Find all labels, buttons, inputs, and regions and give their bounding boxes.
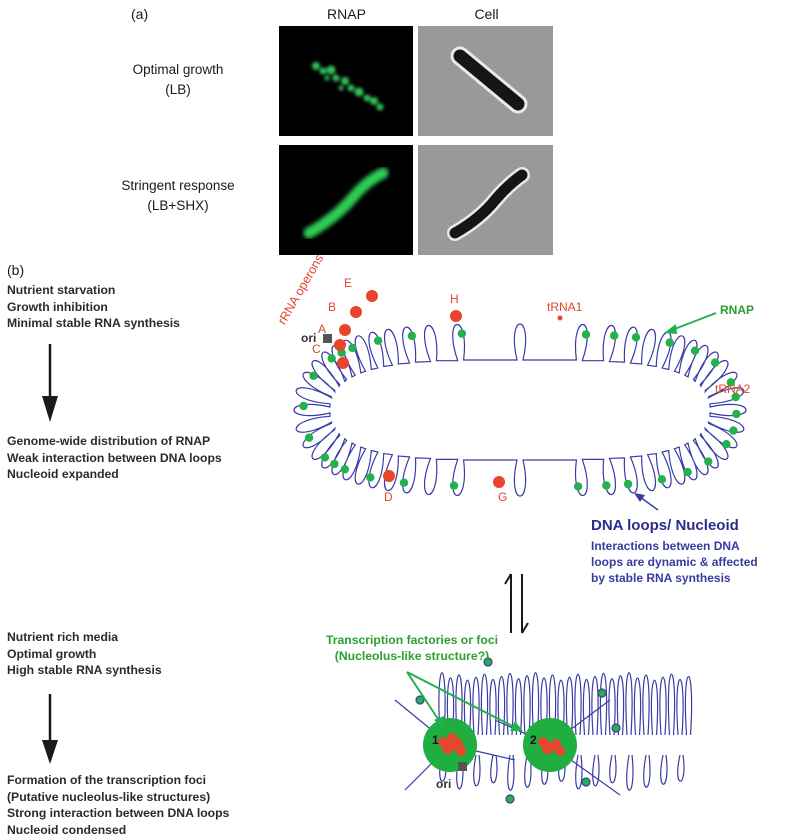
rnap-dot [328,354,336,362]
rnap-dot [711,358,719,366]
rnap-dot [683,468,691,476]
rnap-dot [305,434,313,442]
rnap-dot [366,473,374,481]
rnap-dot [624,480,632,488]
rnap-dot [729,426,737,434]
nucleoid-description-line: by stable RNA synthesis [591,570,758,586]
rrna-operon-dot [558,316,563,321]
rnap-dot [602,481,610,489]
nucleoid-description: Interactions between DNA loops are dynam… [591,538,758,586]
rnap-dot [598,689,606,697]
rnap-dot [299,402,307,410]
rnap-dot [666,338,674,346]
rnap-dot [691,347,699,355]
rrna-operon-dot [334,339,346,351]
rnap-dots [299,329,740,490]
rnap-dot [612,724,620,732]
ori-marker-bottom [458,762,467,771]
nucleoid-description-line: loops are dynamic & affected [591,554,758,570]
expanded-dna-loops [294,324,746,496]
rnap-dot [722,440,730,448]
operon-label-b: B [328,300,336,314]
rrna-operon-dot [350,306,362,318]
operon-label-e: E [344,276,352,290]
rnap-dot [632,333,640,341]
rrna-operon-dot [493,476,505,488]
rrna-operon-dot [450,310,462,322]
rnap-dot [450,481,458,489]
rnap-dot [330,460,338,468]
operon-label-d: D [384,490,393,504]
rnap-dot [400,479,408,487]
rnap-dot [582,330,590,338]
dna-loop-path [294,324,746,496]
rrna-operon-dot [339,324,351,336]
rnap-dot [506,795,514,803]
nucleoid-description-line: Interactions between DNA [591,538,758,554]
rnap-dot [309,372,317,380]
ori-label-bottom: ori [436,777,451,791]
rnap-dot [732,410,740,418]
rnap-dot [610,331,618,339]
rnap-dot [574,482,582,490]
nucleoid-title: DNA loops/ Nucleoid [591,517,739,534]
rnap-dot [704,457,712,465]
operon-label-h: H [450,292,459,306]
rrna-operon-dot [383,470,395,482]
rnap-dot [348,344,356,352]
operon-label-g: G [498,490,507,504]
rnap-label: RNAP [720,303,754,317]
operon-label-a: A [318,322,326,336]
rnap-dot [408,332,416,340]
rnap-pointer [672,313,716,330]
trna1-label: tRNA1 [547,300,582,314]
ori-label-top: ori [301,331,316,345]
rrna-operon-dots [334,290,563,488]
rnap-dot [458,329,466,337]
rnap-dot [582,778,590,786]
rnap-dot [374,337,382,345]
nucleoid-pointer [640,497,658,510]
rrna-operon-dot [337,357,349,369]
rnap-dot [341,465,349,473]
foci-label-line: Transcription factories or foci [282,632,542,648]
transcription-foci-label: Transcription factories or foci (Nucleol… [282,632,542,664]
focus-number-2: 2 [530,733,537,747]
trna2-label: tRNA2 [715,382,750,396]
rnap-dot [658,475,666,483]
rnap-dot [321,453,329,461]
foci-label-line: (Nucleolus-like structure?) [282,648,542,664]
equilibrium-arrows-icon [505,574,528,633]
rrna-operon-dot [366,290,378,302]
focus-number-1: 1 [432,733,439,747]
